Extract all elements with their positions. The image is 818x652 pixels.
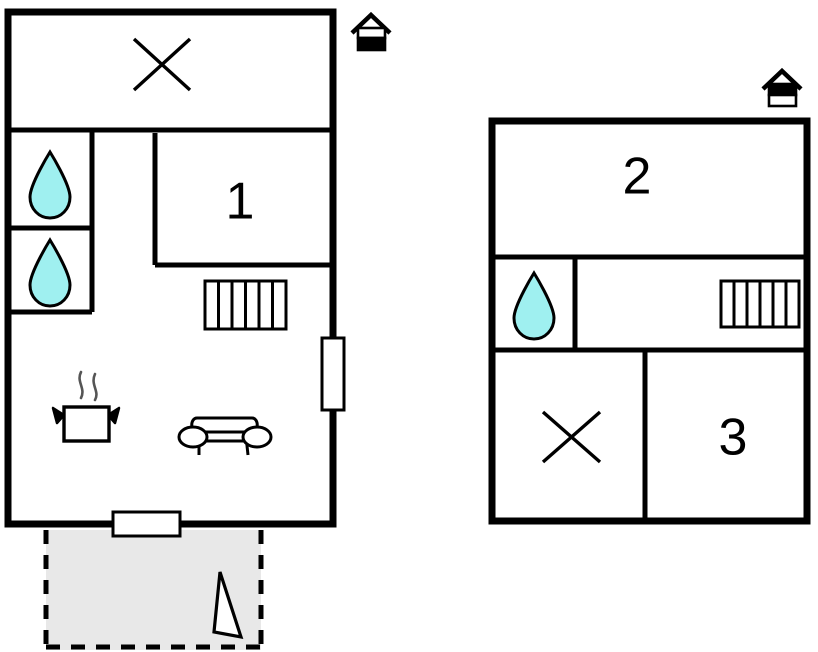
ground-floor-outer-walls [4,8,337,528]
x-mark-icon [132,37,192,92]
house-lower-half [767,93,798,108]
upper-floor-plan: 2 3 [488,67,811,525]
entrance-door [111,510,182,538]
cooking-pot [51,370,121,443]
staircase-steps [732,281,788,327]
staircase-ground [203,279,288,331]
x-mark-icon [541,410,602,464]
house-upper-half [356,26,387,40]
ground-floor-plan: 1 [4,8,392,650]
terrace-area [43,530,264,650]
exterior-wall-upper [488,117,811,525]
room-label-3: 3 [719,409,748,467]
water-drop-icon [28,149,72,220]
exterior-wall [4,8,337,528]
water-drop-icon [512,270,556,341]
sofa [177,416,273,456]
steam-line-left [78,370,84,400]
x-mark-top-room [132,37,192,92]
window-icon [320,336,346,412]
parasol-icon [212,571,244,640]
bathroom-upstairs-fixture [512,270,556,341]
house-ground-floor-icon [350,11,392,52]
x-mark-upper-room [541,410,602,464]
pot-body-icon [62,405,111,443]
house-upper-floor-icon [761,67,803,108]
side-window [320,336,346,412]
room-label-2: 2 [623,148,652,206]
bathroom-upper-fixture [28,149,72,220]
ground-floor-partitions [8,127,333,315]
pot-handle-left [51,406,66,425]
house-lower-half-filled [356,36,387,52]
room-label-1: 1 [226,173,255,231]
upper-floor-partitions [492,254,807,521]
house-upper-half-filled [767,82,798,97]
pot-handle-right [106,406,121,425]
sofa-arm-right-icon [241,425,273,449]
door-icon [111,510,182,538]
staircase-upper [719,279,801,329]
steam-line-right [92,372,98,402]
bathroom-lower-fixture [28,237,72,308]
water-drop-icon [28,237,72,308]
sofa-arm-left-icon [177,425,209,449]
staircase-steps [217,281,274,329]
